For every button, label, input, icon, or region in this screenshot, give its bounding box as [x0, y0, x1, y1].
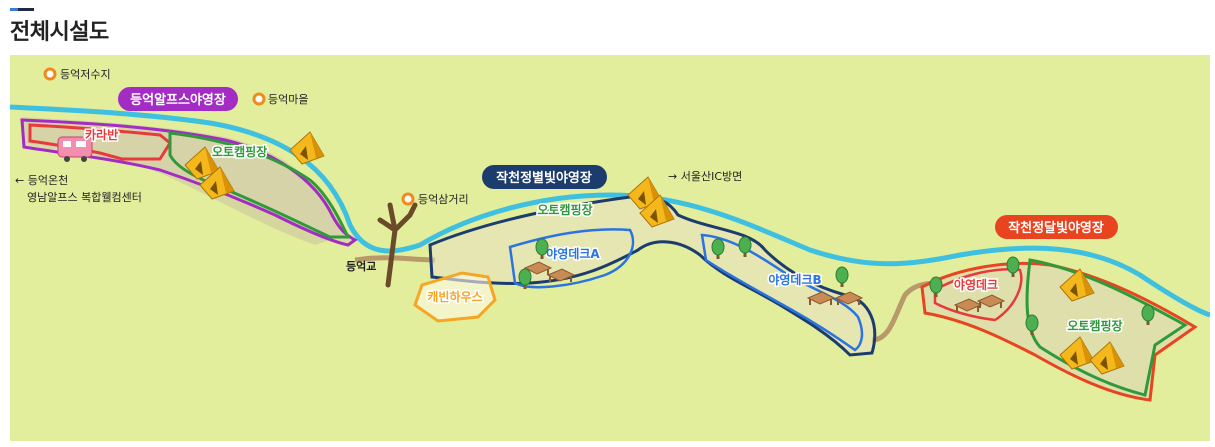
cabin-zone-boundary [413, 271, 497, 323]
road-junction [377, 202, 418, 288]
poi-village: 등억마을 [268, 93, 308, 106]
deck-b-label: 야영데크B [768, 272, 821, 287]
alps-auto-camping-label: 오토캠핑장 [212, 144, 267, 159]
poi-bridge: 등억교 [346, 260, 376, 273]
alps-campsite-badge [118, 87, 238, 111]
alps-campsite-boundary [20, 118, 358, 247]
moon-campsite-name: 작천정달빛야영장 [1008, 220, 1104, 236]
alps-auto-camping-boundary [168, 131, 351, 239]
alps-campsite-name: 등억알프스야영장 [130, 92, 226, 108]
poi-reservoir: 등억저수지 [60, 68, 111, 81]
deck-a-label: 야영데크A [546, 246, 600, 261]
caravan-label: 카라반 [85, 127, 118, 142]
moon-campsite-badge [995, 215, 1118, 239]
star-campsite-name: 작천정별빛야영장 [496, 170, 592, 186]
poi-marker-icon [401, 192, 415, 206]
page-title: 전체시설도 [10, 20, 109, 45]
direction-onsen: ← 등억온천 [15, 173, 68, 187]
title-accent [10, 8, 34, 11]
river [10, 104, 1210, 318]
deck-a-zone-boundary [508, 228, 635, 289]
poi-marker-icon [252, 92, 266, 106]
poi-intersection: 등억삼거리 [418, 193, 469, 206]
star-campsite-badge [482, 165, 607, 189]
moon-auto-camping-label: 오토캠핑장 [1067, 318, 1122, 333]
moon-deck-label: 야영데크 [954, 277, 998, 292]
star-auto-camping-label: 오토캠핑장 [537, 202, 592, 217]
poi-marker-icon [43, 67, 57, 81]
facility-map: 카라반 오토캠핑장 등억알프스야영장 등억저수지 등억마을 ← 등억온천 영남알… [10, 55, 1210, 441]
direction-welcome-center: 영남알프스 복합웰컴센터 [27, 190, 142, 204]
road-bridge [354, 255, 436, 263]
deck-b-zone-boundary [700, 233, 864, 352]
cabin-label: 캐빈하우스 [427, 289, 482, 304]
caravan-icon [57, 136, 93, 162]
direction-seoulsan-ic: → 서울산IC방면 [668, 170, 742, 183]
